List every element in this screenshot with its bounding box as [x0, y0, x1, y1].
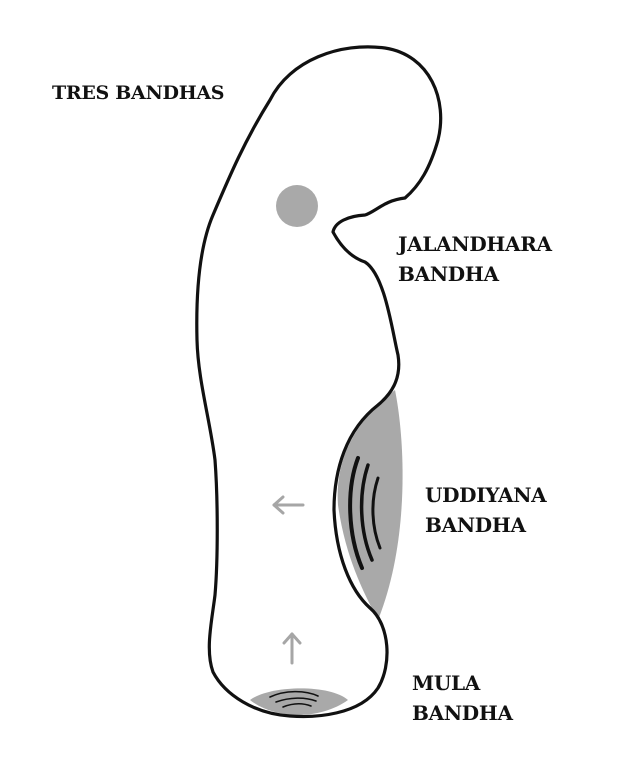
diagram-title: TRES BANDHAS [52, 82, 225, 104]
uddiyana-label-line-1: UDDIYANA [425, 483, 547, 507]
mula-contraction-line-middle [275, 697, 317, 703]
uddiyana-contraction-line-inner [371, 476, 382, 550]
jalandhara-label-line-1: JALANDHARA [398, 232, 552, 256]
uddiyana-shaded-region [337, 390, 403, 620]
jalandhara-label-line-2: BANDHA [398, 262, 499, 286]
jalandhara-bandha-label: JALANDHARA BANDHA [398, 229, 552, 289]
body-outline [195, 45, 443, 719]
mula-bandha-label: MULA BANDHA [412, 668, 513, 728]
arrow-left-icon [272, 495, 305, 515]
uddiyana-label-line-2: BANDHA [425, 513, 526, 537]
mula-contraction-line-top [269, 690, 319, 698]
uddiyana-bandha-label: UDDIYANA BANDHA [425, 480, 547, 540]
mula-contraction-line-bottom [282, 703, 312, 708]
uddiyana-contraction-line-middle [359, 463, 374, 562]
uddiyana-contraction-line-outer [348, 456, 364, 570]
arrow-up-icon [282, 632, 302, 665]
jalandhara-throat-dot [276, 185, 318, 227]
mula-label-line-1: MULA [412, 671, 480, 695]
mula-label-line-2: BANDHA [412, 701, 513, 725]
